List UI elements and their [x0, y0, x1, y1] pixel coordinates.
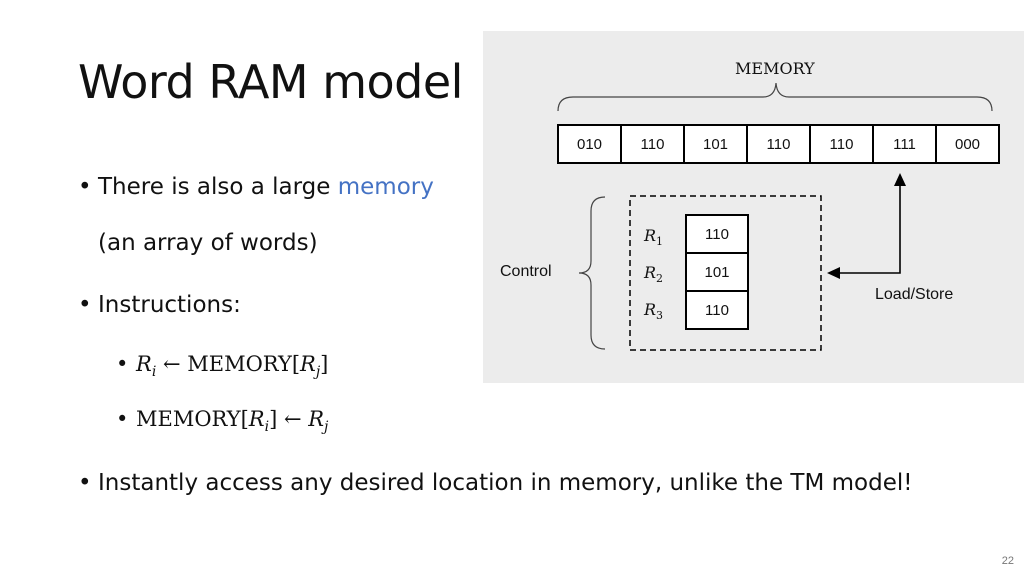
formula-text: MEMORY[	[136, 407, 249, 431]
diagram-lines	[557, 82, 993, 351]
control-brace	[578, 196, 606, 350]
memory-cell: 110	[620, 124, 685, 164]
reg-index: i	[264, 419, 270, 436]
register-label-r2: R2	[644, 263, 663, 285]
register-index: 2	[656, 272, 664, 286]
bullet-dot: •	[78, 292, 92, 318]
reg-symbol: R	[248, 407, 265, 431]
bullet-dot: •	[78, 470, 92, 496]
word-ram-diagram: MEMORY 010 110 101 110 110 111 000 R1 R2…	[483, 31, 1024, 383]
page-number: 22	[1001, 555, 1014, 567]
bullet-dot: •	[116, 407, 129, 431]
bullet-continuation-text: (an array of words)	[98, 230, 318, 256]
register-cell: 110	[685, 290, 749, 330]
reg-index: i	[151, 364, 157, 381]
register-symbol: R	[644, 226, 657, 245]
memory-array: 010 110 101 110 110 111 000	[557, 124, 1000, 164]
reg-symbol: R	[136, 352, 152, 376]
load-store-label: Load/Store	[875, 286, 954, 303]
register-label-r3: R3	[644, 300, 663, 322]
register-label-r1: R1	[644, 226, 663, 248]
formula-text: ← MEMORY[	[156, 352, 301, 376]
memory-brace	[557, 82, 993, 112]
memory-cell: 111	[872, 124, 937, 164]
register-stack: 110 101 110	[685, 214, 749, 330]
memory-label: MEMORY	[735, 59, 815, 78]
bullet-text: There is also a large memory	[98, 174, 434, 200]
memory-cell: 000	[935, 124, 1000, 164]
instruction-formula: MEMORY[Ri] ← Rj	[136, 407, 328, 435]
bullet-dot: •	[116, 352, 129, 376]
formula-text: ]	[320, 352, 329, 376]
control-label: Control	[500, 263, 552, 280]
memory-cell: 110	[809, 124, 874, 164]
slide-title: Word RAM model	[78, 55, 463, 109]
register-index: 3	[656, 309, 664, 323]
bullet-dot: •	[78, 174, 92, 200]
memory-cell: 101	[683, 124, 748, 164]
register-index: 1	[656, 235, 664, 249]
register-symbol: R	[644, 263, 657, 282]
reg-symbol: R	[308, 407, 325, 431]
reg-index: j	[315, 364, 321, 381]
bullet-text: Instantly access any desired location in…	[98, 470, 913, 496]
instruction-formula: Ri ← MEMORY[Rj]	[136, 352, 328, 380]
bullet-prefix: There is also a large	[98, 174, 338, 200]
register-cell: 101	[685, 252, 749, 292]
memory-cell: 010	[557, 124, 622, 164]
bullet-text: Instructions:	[98, 292, 241, 318]
register-symbol: R	[644, 300, 657, 319]
control-box	[629, 195, 822, 351]
formula-text: ] ←	[269, 407, 309, 431]
arrow-up-icon	[894, 173, 906, 186]
reg-index: j	[324, 419, 329, 436]
load-store-line	[838, 186, 901, 274]
register-cell: 110	[685, 214, 749, 254]
memory-cell: 110	[746, 124, 811, 164]
highlight-memory: memory	[337, 174, 434, 200]
arrow-left-icon	[827, 267, 840, 279]
reg-symbol: R	[300, 352, 316, 376]
